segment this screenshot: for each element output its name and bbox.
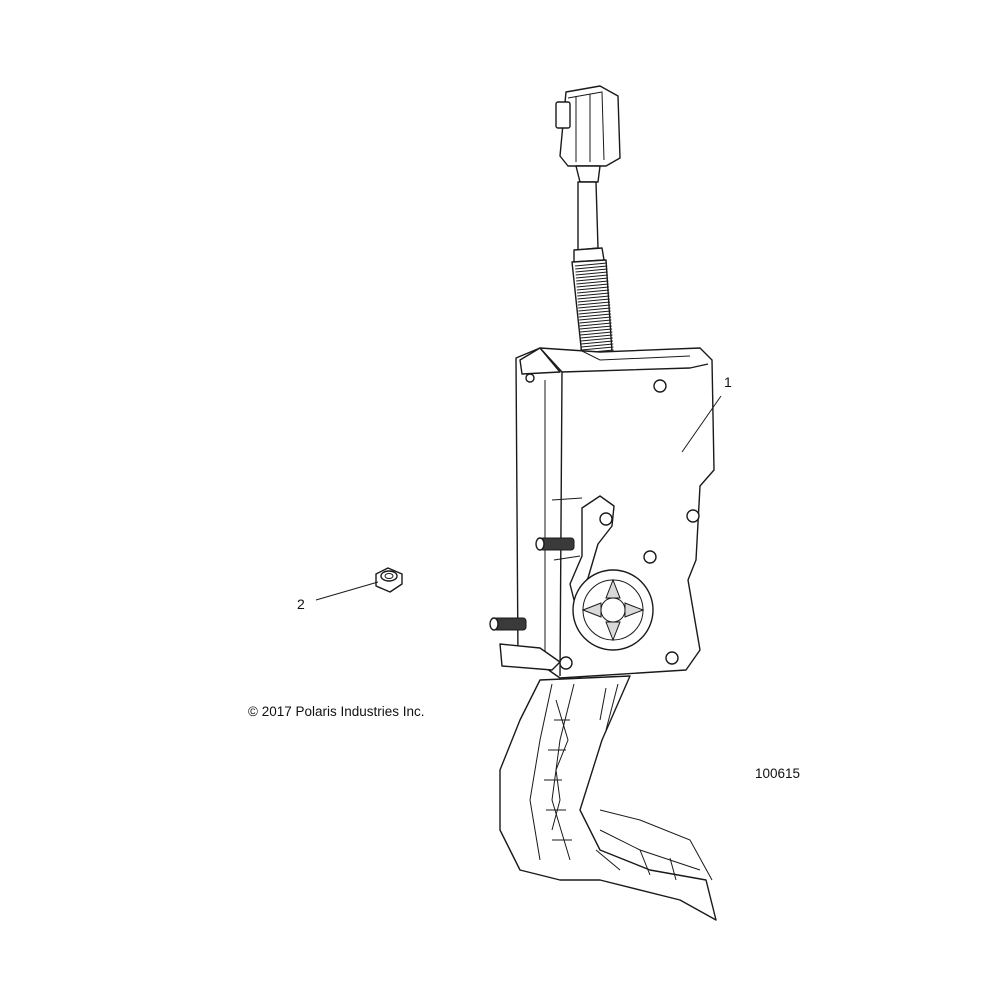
- pedal-arm: [499, 675, 717, 921]
- callout-1: 1: [724, 374, 732, 390]
- flange-nut: [375, 567, 403, 593]
- callout-2: 2: [297, 596, 305, 612]
- sensor-housing: [489, 347, 715, 679]
- figure-number: 100615: [755, 766, 801, 781]
- leader-line-2: [315, 581, 379, 601]
- leader-line-1: [681, 395, 722, 453]
- wire-harness: [571, 181, 614, 357]
- electrical-connector: [555, 85, 621, 183]
- copyright-text: © 2017 Polaris Industries Inc.: [248, 704, 425, 719]
